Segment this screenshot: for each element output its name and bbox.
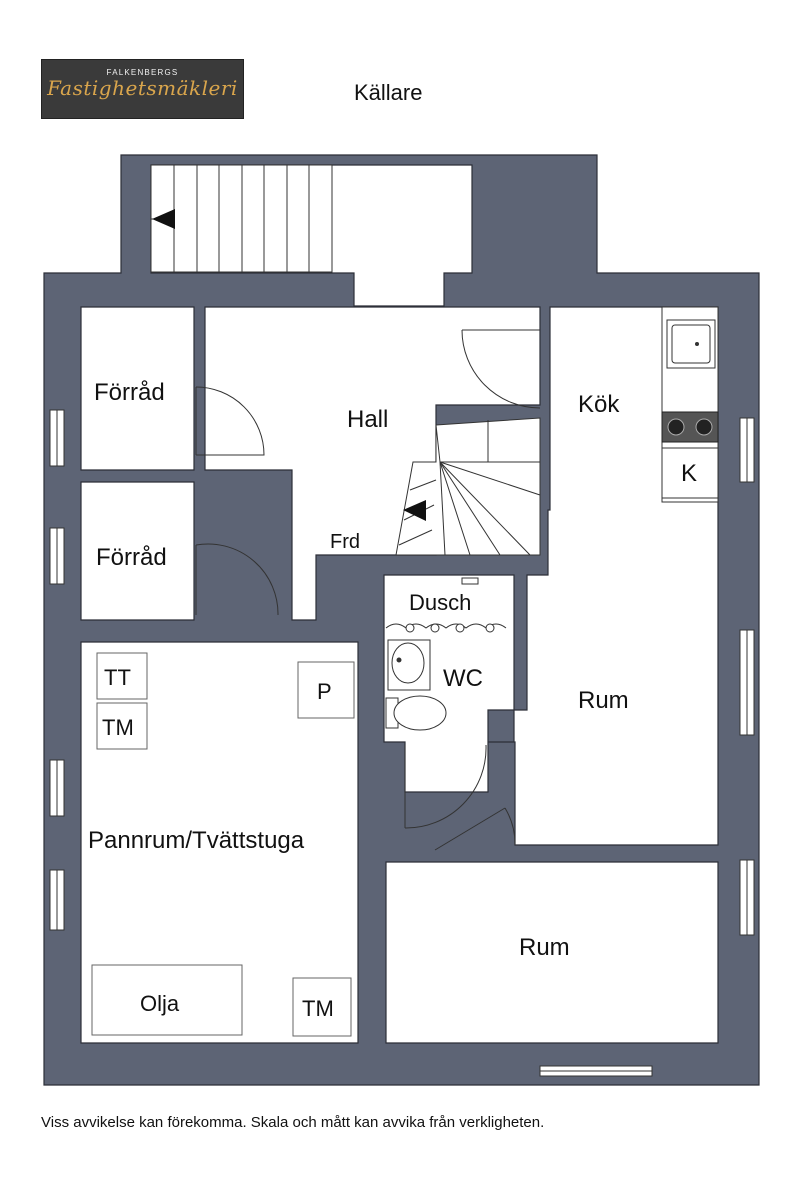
- room-label-hall: Hall: [347, 406, 388, 433]
- p-box: [297, 661, 355, 719]
- label-tt: TT: [104, 665, 131, 690]
- label-olja: Olja: [140, 991, 180, 1016]
- toilet-icon: [385, 697, 399, 729]
- doors: [195, 329, 541, 851]
- room-label-forrad-2: Förråd: [96, 544, 167, 571]
- room-label-forrad-1: Förråd: [94, 379, 165, 406]
- floor-title: Källare: [354, 80, 423, 105]
- room-label-frd: Frd: [330, 531, 360, 553]
- kitchen-fixtures: [661, 306, 719, 503]
- olja-box: [91, 964, 243, 1036]
- logo-main-text: Fastighetsmäkleri: [47, 76, 238, 100]
- main-staircase: [150, 164, 333, 273]
- room-label-pannrum: Pannrum/Tvättstuga: [88, 827, 305, 854]
- stair-arrow-icon: [152, 209, 175, 229]
- room-label-rum-1: Rum: [578, 687, 629, 714]
- room-label-wc: WC: [443, 665, 483, 692]
- windows: [49, 409, 755, 1077]
- disclaimer-text: Viss avvikelse kan förekomma. Skala och …: [41, 1114, 545, 1131]
- tm-box-1: [96, 702, 148, 750]
- winding-staircase: [395, 417, 541, 556]
- logo-top-text: FALKENBERGS: [106, 68, 179, 77]
- tt-box: [96, 652, 148, 700]
- tm-box-2: [292, 977, 352, 1037]
- room-label-rum-2: Rum: [519, 934, 570, 961]
- bathroom-fixtures: [385, 577, 507, 731]
- room-label-dusch: Dusch: [409, 590, 471, 615]
- room-label-kok: Kök: [578, 391, 620, 418]
- winding-stair-arrow-icon: [403, 500, 426, 521]
- label-tm-2: TM: [302, 996, 334, 1021]
- boiler-room-fixtures: [91, 652, 355, 1037]
- label-tm-1: TM: [102, 715, 134, 740]
- label-k: K: [681, 460, 697, 487]
- walls: [43, 154, 760, 1086]
- brand-logo: FALKENBERGS Fastighetsmäkleri: [42, 60, 243, 118]
- fridge-box: [661, 447, 719, 499]
- label-p: P: [317, 679, 332, 704]
- shower-tap-icon: [461, 577, 479, 585]
